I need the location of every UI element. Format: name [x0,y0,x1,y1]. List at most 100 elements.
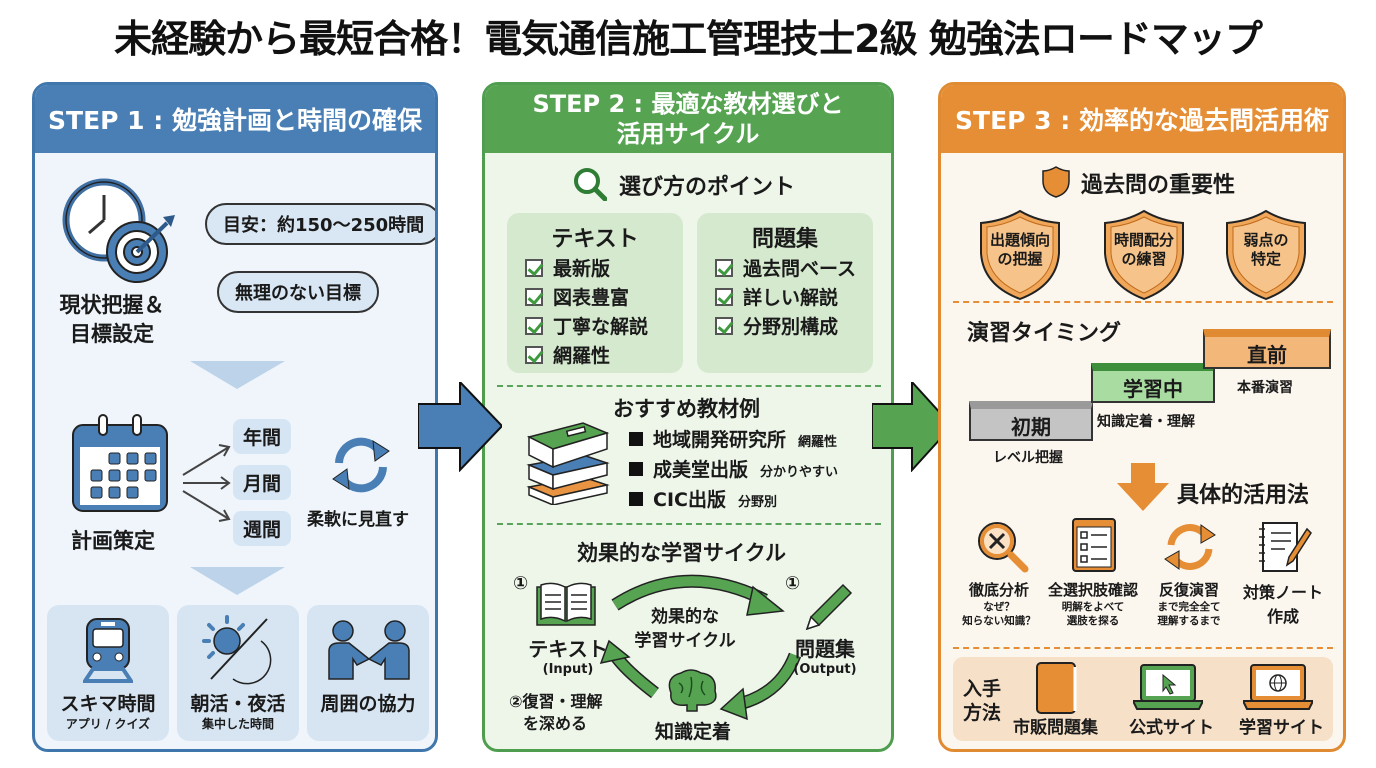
shield-line1: 出題傾向 [989,231,1050,249]
train-icon [83,618,133,683]
check-label: 丁寧な解説 [553,316,649,338]
stage-final-sub: 本番演習 [1237,380,1293,396]
text-node-sub: (Input) [542,662,594,677]
step1-panel: STEP 1 : 勉強計画と時間の確保 現状把握＆ 目標設定 目安：約150〜2… [32,82,438,752]
divider [497,385,881,387]
shield-badge-icon [1104,209,1184,301]
cycle-step-number-2: ① [785,573,801,594]
check-item: 過去問ベース [715,253,873,282]
checkbox-icon [525,258,543,277]
sources-label-line2: 方法 [963,702,1002,724]
source-label: 公式サイト [1129,718,1214,738]
action-sub1: なぜ？ [983,601,1015,613]
text-node-title: テキスト [528,637,608,661]
recommend-item: CIC出版分野別 [629,485,838,515]
shield-line2: 特定 [1250,250,1281,268]
timing-title: 演習タイミング [967,321,1122,346]
action-sub2: 選肢を探る [1066,615,1120,627]
shield-line2: の把握 [997,250,1043,268]
stage-studying-sub: 知識定着・理解 [1097,414,1195,430]
step2-header-line1: STEP 2 : 最適な教材選びと [532,90,844,118]
tile-sub: 集中した時間 [201,717,274,731]
publisher-name: 地域開発研究所 [653,429,787,451]
action-name: 徹底分析 [968,581,1029,599]
publisher-note: 分野別 [737,495,777,510]
tile-sub: アプリ / クイズ [65,717,151,731]
check-item: 詳しい解説 [715,282,873,311]
refresh-icon [332,437,390,493]
tile-label: スキマ時間 [60,693,156,715]
source-label: 市販問題集 [1013,718,1098,738]
next-step-arrow-2 [872,382,952,472]
action-name: 反復演習 [1158,581,1219,599]
problem-node-sub: (Output) [793,662,857,677]
tile-label: 周囲の協力 [320,693,416,715]
page-title: 未経験から最短合格！電気通信施工管理技士2級 勉強法ロードマップ [114,17,1263,61]
magnifier-x-icon [978,522,1029,573]
learning-cycle-arrows [599,574,802,721]
shield-badge: 時間配分の練習 [1101,209,1187,301]
action-name: 対策ノート [1242,583,1323,602]
problembook-criteria-box: 問題集 過去問ベース 詳しい解説 分野別構成 [697,213,873,373]
tile-spare-time: スキマ時間 アプリ / クイズ [47,605,169,741]
pen-icon [805,583,853,631]
checkbox-icon [715,258,733,277]
tile-morning-night: 朝活・夜活 集中した時間 [177,605,299,741]
action-notebook: 対策ノート 作成 [1235,517,1331,627]
shield-text: 時間配分の練習 [1101,231,1187,269]
next-step-arrow-1 [418,382,502,472]
calendar-icon [72,414,168,512]
source-label: 学習サイト [1239,718,1324,738]
importance-title: 過去問の重要性 [1081,173,1236,198]
text-node-label: テキスト (Input) [523,633,613,677]
check-item: 分野別構成 [715,311,873,340]
shield-line2: の練習 [1121,250,1167,268]
divider [953,647,1333,649]
check-label: 分野別構成 [743,316,839,338]
period-year: 年間 [233,419,292,454]
step1-header: STEP 1 : 勉強計画と時間の確保 [35,85,435,153]
orange-down-arrow-icon [1117,463,1169,511]
divider [497,523,881,525]
down-arrow-icon-2 [190,567,285,595]
publisher-name: CIC出版 [653,489,726,511]
action-sub2: 理解するまで [1157,615,1221,627]
open-book-icon [536,582,596,626]
action-repeat: 反復演習 まで完全全て 理解するまで [1141,517,1237,628]
target-hours-bubble: 目安：約150〜250時間 [205,203,435,245]
textbook-title: テキスト [551,227,639,252]
recommend-title: おすすめ教材例 [613,397,760,421]
publisher-note: 網羅性 [798,435,838,450]
goal-label-line1: 現状把握＆ [59,293,165,317]
stage-studying: 学習中 [1091,363,1215,403]
review-note-line1: ②復習・理解 [509,692,603,711]
review-note-line2: を深める [523,714,588,733]
action-sub2: 知らない知識？ [962,615,1036,627]
laptop-cursor-icon [1133,664,1203,710]
recommend-item: 成美堂出版分かりやすい [629,455,838,485]
notebook-pen-icon [1259,522,1312,572]
check-item: 図表豊富 [525,282,683,311]
problem-node-label: 問題集 (Output) [785,633,865,677]
action-sub1: 明解をよべて [1061,601,1125,613]
sources-label-line1: 入手 [963,678,1002,700]
cycle-step-number-1: ① [513,573,529,594]
cycle-center-line2: 学習サイクル [634,631,736,651]
shield-line1: 時間配分 [1113,231,1174,249]
knowledge-node-label: 知識定着 [655,721,732,743]
review-note: ②復習・理解 を深める [509,691,603,735]
check-label: 過去問ベース [743,258,857,280]
check-label: 網羅性 [553,345,611,367]
day-night-icon [202,615,272,685]
book-icon [1036,662,1077,714]
clock-target-icon [62,178,175,283]
stage-initial-sub: レベル把握 [993,450,1063,466]
stage-initial: 初期 [969,401,1093,441]
step3-panel: STEP 3 : 効率的な過去問活用術 過去問の重要性 出題傾向の把握 時間配分… [938,82,1346,752]
checkbox-icon [525,316,543,335]
shield-text: 出題傾向の把握 [977,231,1063,269]
branch-arrows-icon [182,444,231,522]
action-analysis: 徹底分析 なぜ？ 知らない知識？ [951,517,1047,628]
textbook-criteria-box: テキスト 最新版 図表豊富 丁寧な解説 網羅性 [507,213,683,373]
checkbox-icon [715,287,733,306]
